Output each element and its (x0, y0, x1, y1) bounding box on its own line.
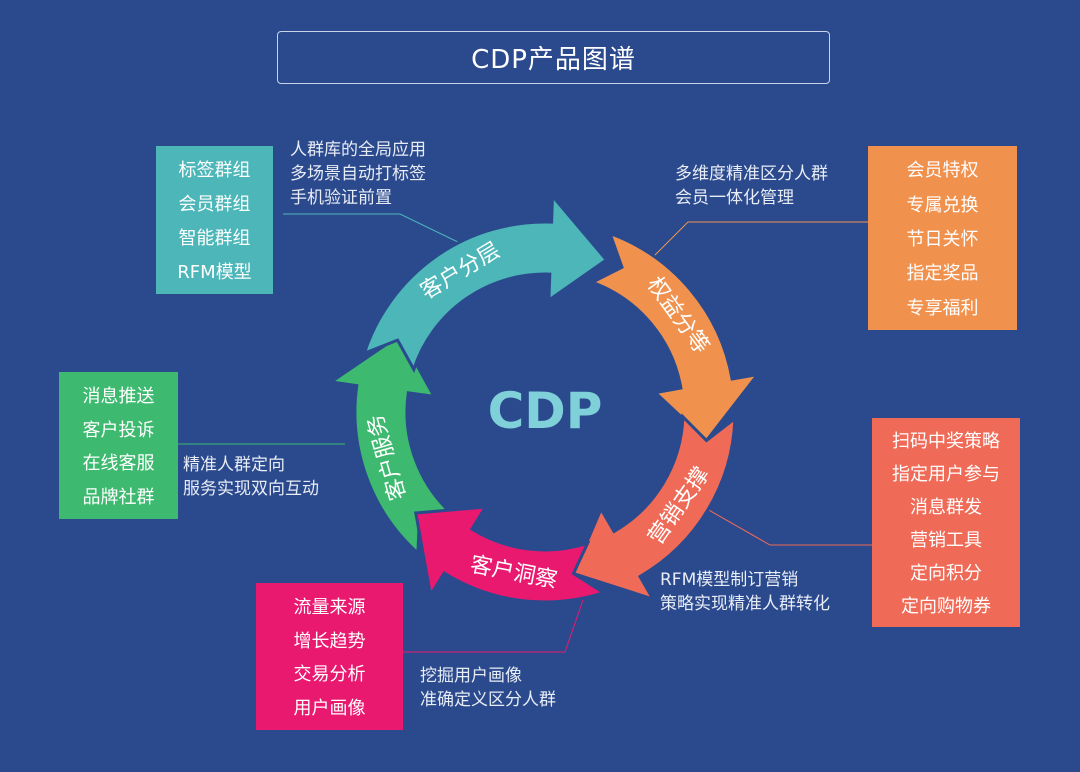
note-line: 服务实现双向互动 (183, 479, 319, 499)
note-line: 挖掘用户画像 (420, 666, 522, 686)
note-line: 多维度精准区分人群 (675, 164, 828, 184)
connector-line-marketing (699, 504, 872, 546)
rights-box: 会员特权 专属兑换 节日关怀 指定奖品 专享福利 (868, 146, 1017, 330)
center-label: CDP (487, 382, 603, 440)
box-item: 专享福利 (906, 297, 979, 319)
box-item: 定向积分 (910, 562, 982, 584)
box-item: 在线客服 (82, 453, 155, 475)
insight-arrow (414, 505, 608, 604)
rights-arrow (588, 230, 762, 443)
box-item: 消息推送 (82, 385, 155, 407)
segmentation-arrow (361, 192, 609, 374)
box-item: 扫码中奖策略 (892, 431, 1000, 453)
box-item: 消息群发 (910, 497, 982, 519)
box-item: 流量来源 (293, 596, 366, 618)
marketing-notes: RFM模型制订营销 策略实现精准人群转化 (660, 568, 830, 616)
box-item: 品牌社群 (82, 487, 155, 509)
note-line: 准确定义区分人群 (420, 690, 556, 710)
insight-notes: 挖掘用户画像 准确定义区分人群 (420, 664, 556, 712)
rights-notes: 多维度精准区分人群 会员一体化管理 (675, 162, 828, 210)
box-item: RFM模型 (177, 262, 252, 283)
note-line: 手机验证前置 (290, 188, 392, 208)
box-item: 指定用户参与 (892, 464, 1000, 486)
box-item: 智能群组 (178, 228, 251, 249)
box-item: 指定奖品 (906, 263, 979, 285)
box-item: 会员群组 (178, 194, 251, 215)
box-item: 客户投诉 (82, 419, 155, 441)
box-item: 专属兑换 (906, 194, 979, 216)
note-line: 会员一体化管理 (675, 188, 794, 208)
segmentation-box: 标签群组 会员群组 智能群组 RFM模型 (156, 146, 273, 294)
box-item: 节日关怀 (906, 228, 979, 250)
connector-line-segmentation (283, 213, 463, 245)
box-item: 定向购物券 (901, 595, 991, 617)
box-item: 营销工具 (910, 529, 982, 551)
note-line: 人群库的全局应用 (290, 140, 426, 160)
note-line: RFM模型制订营销 (660, 570, 799, 590)
box-item: 增长趋势 (293, 630, 366, 652)
service-arrow (327, 332, 457, 557)
box-item: 交易分析 (293, 664, 366, 686)
box-item: 用户画像 (293, 698, 366, 720)
service-box: 消息推送 客户投诉 在线客服 品牌社群 (59, 372, 178, 519)
note-line: 精准人群定向 (183, 455, 285, 475)
connector-line-rights (647, 221, 868, 263)
insight-box: 流量来源 增长趋势 交易分析 用户画像 (256, 583, 403, 730)
note-line: 多场景自动打标签 (290, 164, 426, 184)
connector-line-insight (403, 599, 584, 653)
marketing-box: 扫码中奖策略 指定用户参与 消息群发 营销工具 定向积分 定向购物券 (872, 418, 1020, 627)
note-line: 策略实现精准人群转化 (660, 594, 830, 614)
page-title: CDP产品图谱 (277, 31, 830, 84)
segmentation-notes: 人群库的全局应用 多场景自动打标签 手机验证前置 (290, 138, 426, 210)
box-item: 标签群组 (178, 160, 251, 181)
service-notes: 精准人群定向 服务实现双向互动 (183, 453, 319, 501)
box-item: 会员特权 (906, 160, 979, 182)
